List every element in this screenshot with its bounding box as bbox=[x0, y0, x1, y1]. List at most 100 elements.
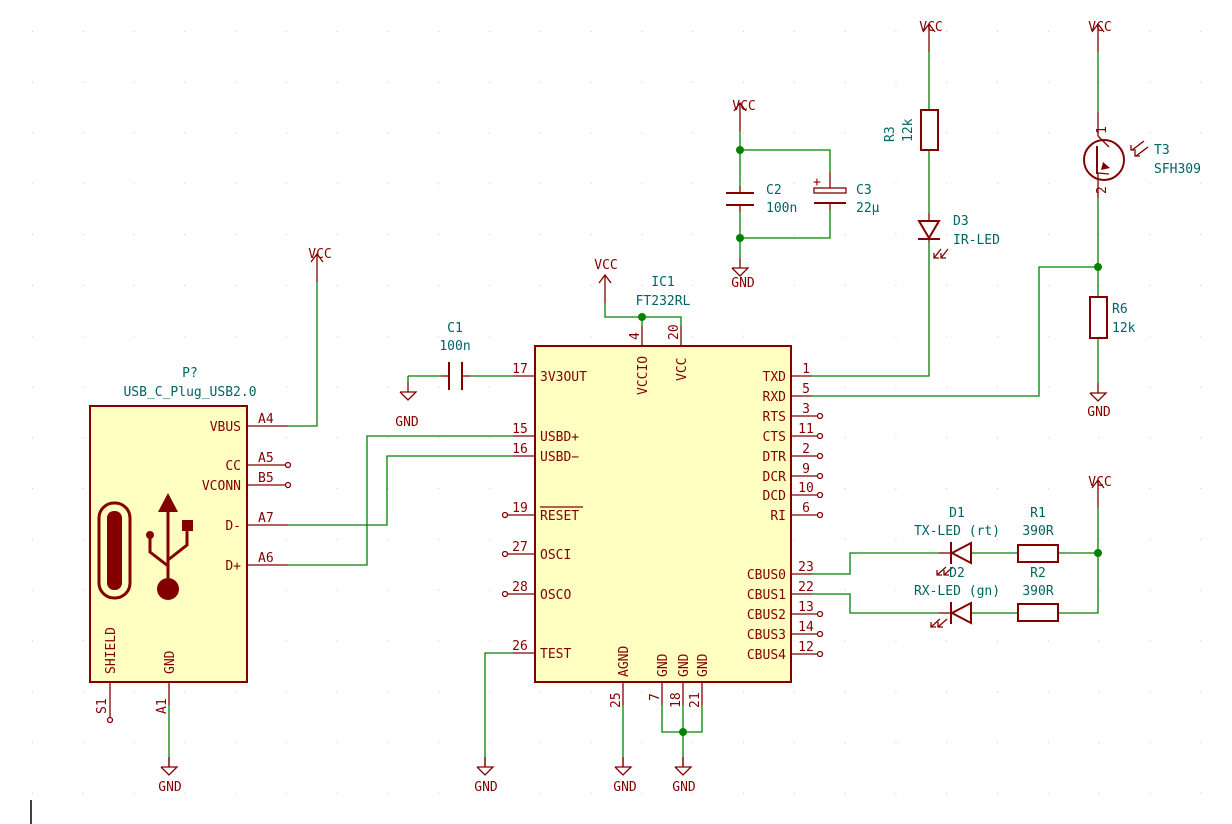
gnd-c1[interactable]: GND bbox=[395, 381, 419, 430]
gnd-label: GND bbox=[613, 780, 637, 795]
incident-light-arrows-icon bbox=[1130, 140, 1149, 157]
pin-name-cbus4: CBUS4 bbox=[747, 648, 786, 663]
pin-name-gnd: GND bbox=[163, 650, 178, 674]
pin-num-6: 6 bbox=[802, 501, 810, 516]
d3-value: IR-LED bbox=[953, 233, 1000, 248]
pin-num-19: 19 bbox=[512, 501, 528, 516]
r2-ref: R2 bbox=[1030, 566, 1046, 581]
ic1-value: FT232RL bbox=[636, 294, 691, 309]
vcc-ir[interactable]: VCC bbox=[919, 20, 943, 53]
vcc-usb[interactable]: VCC bbox=[308, 247, 332, 283]
gnd-label: GND bbox=[395, 415, 419, 430]
pin-name-usbdp: USBD+ bbox=[540, 430, 579, 445]
pin-name-ri: RI bbox=[770, 509, 786, 524]
resistor-r6[interactable]: R6 12k bbox=[1089, 296, 1136, 339]
capacitor-c1[interactable]: C1 100n bbox=[439, 321, 471, 390]
gnd-caps[interactable]: GND bbox=[731, 257, 755, 291]
resistor-r2[interactable]: R2 390R bbox=[1017, 566, 1059, 622]
gnd-test[interactable]: GND bbox=[474, 756, 498, 795]
c2-value: 100n bbox=[766, 201, 797, 216]
vcc-caps[interactable]: VCC bbox=[732, 99, 756, 132]
d1-ref: D1 bbox=[949, 506, 965, 521]
vcc-label: VCC bbox=[919, 20, 942, 35]
r3-value: 12k bbox=[901, 118, 916, 142]
emission-arrows-icon bbox=[936, 566, 954, 576]
pin-name-cbus0: CBUS0 bbox=[747, 568, 786, 583]
phototransistor-t3[interactable]: 1 2 T3 SFH309 bbox=[1083, 112, 1201, 198]
vcc-photo[interactable]: VCC bbox=[1088, 20, 1112, 53]
pin-name-dcr: DCR bbox=[763, 470, 787, 485]
vcc-leds[interactable]: VCC bbox=[1088, 475, 1112, 509]
led-d1[interactable]: D1 TX-LED (rt) bbox=[914, 506, 1000, 576]
pin-num-a7: A7 bbox=[258, 511, 274, 526]
pin-num-a5: A5 bbox=[258, 451, 274, 466]
resistor-r1[interactable]: R1 390R bbox=[1017, 506, 1059, 563]
pin-num-15: 15 bbox=[512, 422, 528, 437]
resistor-r3[interactable]: R3 12k bbox=[883, 109, 939, 151]
gnd-r6[interactable]: GND bbox=[1087, 382, 1111, 420]
pin-num-a1: A1 bbox=[155, 698, 170, 714]
pin-num-27: 27 bbox=[512, 540, 528, 555]
pin-num-3: 3 bbox=[802, 402, 810, 417]
vcc-label: VCC bbox=[594, 258, 617, 273]
pin-name-shield: SHIELD bbox=[104, 627, 119, 674]
pin-name-3v3out: 3V3OUT bbox=[540, 370, 587, 385]
pin-num-s1: S1 bbox=[95, 698, 110, 714]
d3-ref: D3 bbox=[953, 214, 969, 229]
pin-num-9: 9 bbox=[802, 462, 810, 477]
c1-ref: C1 bbox=[447, 321, 463, 336]
d2-value: RX-LED (gn) bbox=[914, 584, 1000, 599]
capacitor-c2[interactable]: C2 100n bbox=[726, 183, 797, 216]
gnd-dgnd[interactable]: GND bbox=[672, 756, 696, 795]
wires bbox=[168, 52, 1099, 767]
gnd-label: GND bbox=[1087, 405, 1111, 420]
pin-name-cbus2: CBUS2 bbox=[747, 608, 786, 623]
pin-num-12: 12 bbox=[798, 640, 814, 655]
pin-num-22: 22 bbox=[798, 580, 814, 595]
pin-name-vcc: VCC bbox=[675, 358, 690, 381]
usb-c-connector[interactable]: P? USB_C_Plug_USB2.0 VBUS CC VCONN D- D+… bbox=[89, 366, 292, 724]
emission-arrows-icon bbox=[933, 248, 949, 259]
pin-num-28: 28 bbox=[512, 580, 528, 595]
pin-name-usbdm: USBD− bbox=[540, 450, 579, 465]
led-d2[interactable]: D2 RX-LED (gn) bbox=[914, 566, 1000, 628]
ic1-ft232rl[interactable]: IC1 FT232RL 17 15 16 19 27 28 26 3V3OUT … bbox=[501, 275, 824, 708]
pin-name-cbus1: CBUS1 bbox=[747, 588, 786, 603]
pin-num-13: 13 bbox=[798, 600, 814, 615]
pin-name-gnd-21: GND bbox=[696, 653, 711, 677]
connector-ref: P? bbox=[182, 366, 198, 381]
pin-num-a4: A4 bbox=[258, 412, 274, 427]
connector-value: USB_C_Plug_USB2.0 bbox=[123, 385, 256, 400]
gnd-label: GND bbox=[158, 780, 182, 795]
pin-name-cc: CC bbox=[225, 459, 241, 474]
t3-value: SFH309 bbox=[1154, 162, 1201, 177]
pin-name-rxd: RXD bbox=[763, 390, 787, 405]
pin-num-20: 20 bbox=[667, 324, 682, 340]
pin-num-2: 2 bbox=[802, 442, 810, 457]
pin-name-vbus: VBUS bbox=[210, 420, 241, 435]
r2-value: 390R bbox=[1022, 584, 1053, 599]
pin-num-17: 17 bbox=[512, 362, 528, 377]
pin-name-vconn: VCONN bbox=[202, 479, 241, 494]
r1-ref: R1 bbox=[1030, 506, 1046, 521]
r3-ref: R3 bbox=[883, 126, 898, 142]
vcc-ic[interactable]: VCC bbox=[594, 258, 618, 304]
pin-name-txd: TXD bbox=[763, 370, 787, 385]
capacitor-c3[interactable]: + C3 22µ bbox=[813, 172, 880, 216]
vcc-label: VCC bbox=[1088, 20, 1111, 35]
pin-name-cbus3: CBUS3 bbox=[747, 628, 786, 643]
pin-num-26: 26 bbox=[512, 639, 528, 654]
pin-name-osco: OSCO bbox=[540, 588, 571, 603]
c3-value: 22µ bbox=[856, 201, 880, 216]
pin-num-b5: B5 bbox=[258, 471, 274, 486]
pin-name-dcd: DCD bbox=[763, 489, 787, 504]
ic1-ref: IC1 bbox=[651, 275, 674, 290]
pin-name-dminus: D- bbox=[225, 519, 241, 534]
t3-pin2: 2 bbox=[1095, 186, 1110, 194]
gnd-label: GND bbox=[731, 276, 755, 291]
gnd-usb[interactable]: GND bbox=[158, 756, 182, 795]
gnd-agnd[interactable]: GND bbox=[613, 756, 637, 795]
c3-ref: C3 bbox=[856, 183, 872, 198]
ir-led-d3[interactable]: D3 IR-LED bbox=[917, 213, 1000, 259]
pin-name-reset: RESET bbox=[540, 509, 579, 524]
